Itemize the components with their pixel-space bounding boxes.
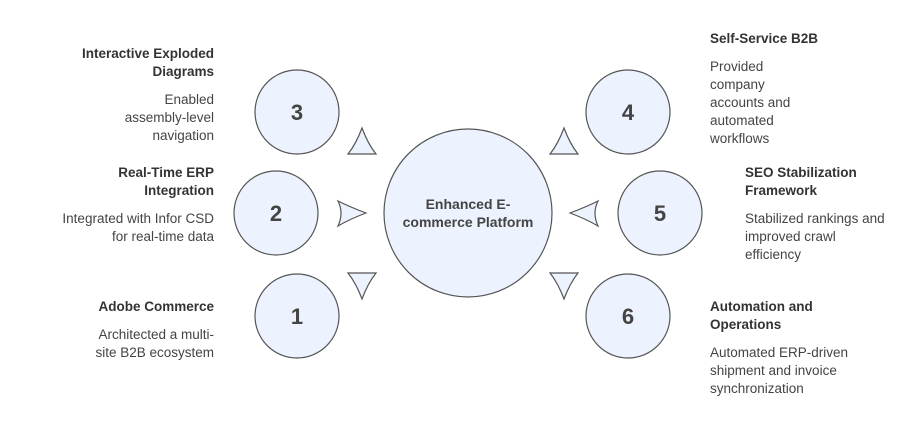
node-description: Stabilized rankings and improved crawl e… xyxy=(745,211,885,262)
node-title: Interactive Exploded Diagrams xyxy=(81,46,214,79)
node-title: Adobe Commerce xyxy=(98,299,214,314)
center-label-line2: commerce Platform xyxy=(403,214,534,230)
node-number-6: 6 xyxy=(622,304,634,329)
node-block-4: Self-Service B2B Provided company accoun… xyxy=(710,30,860,148)
node-title: Real-Time ERP Integration xyxy=(118,165,214,198)
node-description: Integrated with Infor CSD for real-time … xyxy=(62,211,214,244)
arrow-icon-3 xyxy=(346,126,378,155)
node-circle-3 xyxy=(254,69,340,155)
node-description: Automated ERP-driven shipment and invoic… xyxy=(710,345,849,396)
arrow-icon-4 xyxy=(548,126,580,155)
arrow-icon-5 xyxy=(568,199,600,228)
center-circle xyxy=(383,128,553,298)
node-description: Provided company accounts and automated … xyxy=(710,59,791,146)
node-block-5: SEO Stabilization Framework Stabilized r… xyxy=(745,164,895,264)
arrow-icon-1 xyxy=(346,272,378,301)
node-block-3: Interactive Exploded Diagrams Enabled as… xyxy=(44,45,214,145)
node-circle-1 xyxy=(254,273,340,359)
arrow-icon-2 xyxy=(336,199,368,228)
node-circle-2 xyxy=(233,170,319,256)
node-title: Automation and Operations xyxy=(710,299,813,332)
node-number-2: 2 xyxy=(270,201,282,226)
arrow-icon-6 xyxy=(548,272,580,301)
center-label-line1: Enhanced E- xyxy=(426,196,511,212)
node-circle-6 xyxy=(585,273,671,359)
node-title: Self-Service B2B xyxy=(710,31,819,46)
node-title: SEO Stabilization Framework xyxy=(745,165,857,198)
node-description: Enabled assembly-level navigation xyxy=(124,92,214,143)
node-description: Architected a multi-site B2B ecosystem xyxy=(95,327,214,360)
node-block-2: Real-Time ERP Integration Integrated wit… xyxy=(44,164,214,246)
node-block-6: Automation and Operations Automated ERP-… xyxy=(710,298,860,398)
node-number-5: 5 xyxy=(654,201,666,226)
node-number-3: 3 xyxy=(291,100,303,125)
node-number-4: 4 xyxy=(622,100,635,125)
node-circle-4 xyxy=(585,69,671,155)
node-block-1: Adobe Commerce Architected a multi-site … xyxy=(44,298,214,362)
node-circle-5 xyxy=(617,170,703,256)
node-number-1: 1 xyxy=(291,304,303,329)
